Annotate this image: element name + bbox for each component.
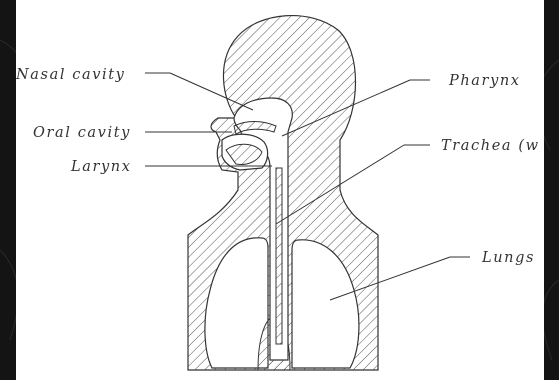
label-nasal-cavity: Nasal cavity [15,67,125,83]
label-lungs: Lungs [481,250,535,266]
label-larynx: Larynx [70,159,132,175]
label-trachea: Trachea (w [441,138,540,154]
label-oral-cavity: Oral cavity [33,125,131,141]
esophagus-divider [276,168,282,344]
label-pharynx: Pharynx [448,73,521,89]
